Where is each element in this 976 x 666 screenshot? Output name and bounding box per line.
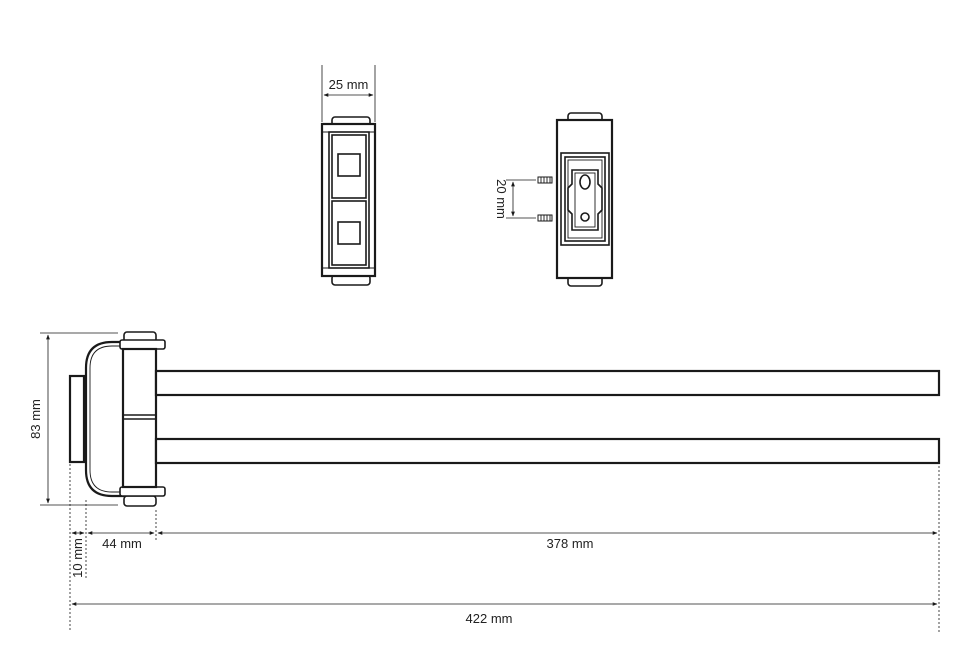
side-bottom-cap bbox=[123, 495, 157, 507]
wall-offset-label: 10 mm bbox=[70, 538, 85, 578]
back-bracket-slot bbox=[567, 169, 603, 231]
hinge-body bbox=[121, 347, 158, 489]
side-bottom-flange bbox=[119, 486, 166, 497]
mount-width-label: 25 mm bbox=[329, 77, 369, 92]
hinge-frame bbox=[84, 340, 124, 498]
front-lower-square bbox=[337, 221, 361, 245]
wall-plate bbox=[68, 374, 86, 464]
lower-towel-arm bbox=[154, 437, 941, 465]
side-view: 83 mm 10 mm 44 mm 378 mm 422 mm bbox=[28, 331, 941, 632]
back-view: 20 mm bbox=[494, 112, 614, 287]
slot-hole-icon bbox=[579, 174, 591, 190]
upper-towel-arm bbox=[154, 369, 941, 397]
lower-screw-icon bbox=[537, 214, 553, 222]
hinge-depth-label: 44 mm bbox=[102, 536, 142, 551]
screw-spacing-label: 20 mm bbox=[494, 179, 509, 219]
upper-screw-icon bbox=[537, 176, 553, 184]
total-length-label: 422 mm bbox=[466, 611, 513, 626]
arm-length-label: 378 mm bbox=[547, 536, 594, 551]
screw-hole-icon bbox=[580, 212, 590, 222]
height-label: 83 mm bbox=[28, 399, 43, 439]
front-upper-square bbox=[337, 153, 361, 177]
front-view: 25 mm bbox=[320, 65, 377, 286]
side-top-flange bbox=[119, 339, 166, 350]
